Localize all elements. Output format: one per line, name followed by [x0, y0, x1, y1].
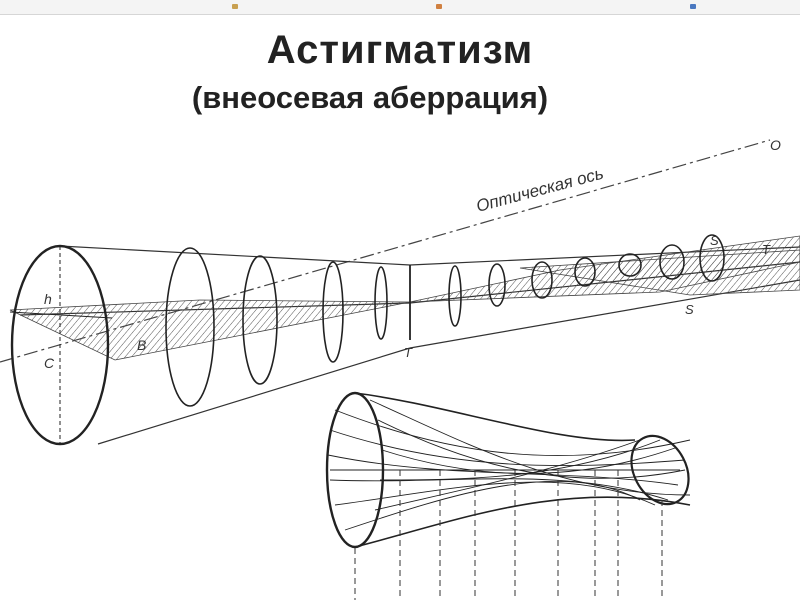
page-title: Астигматизм [266, 28, 534, 72]
sagittal-label-bottom: S [685, 302, 694, 317]
point-label-c: C [44, 355, 55, 371]
tangential-focus-label: T [404, 345, 413, 360]
astigmatic-beam-3d [325, 391, 691, 549]
hatched-ray-planes [9, 235, 800, 361]
optical-axis-label: Оптическая ось [474, 164, 605, 216]
height-label-h: h [44, 291, 52, 307]
entrance-pupil [9, 244, 113, 446]
tangential-label-right: T [762, 242, 771, 257]
page-subtitle: (внеосевая аберрация) [191, 80, 549, 115]
point-label-b: B [137, 337, 146, 353]
toolbar-icon [232, 4, 238, 9]
browser-top-strip [0, 0, 800, 15]
axis-end-label-o: O [770, 137, 781, 153]
sagittal-label-top: S [710, 233, 719, 248]
toolbar-icon [690, 4, 696, 9]
projection-lines [354, 470, 663, 600]
beam-cross-sections [165, 234, 725, 407]
toolbar-icon [436, 4, 442, 9]
